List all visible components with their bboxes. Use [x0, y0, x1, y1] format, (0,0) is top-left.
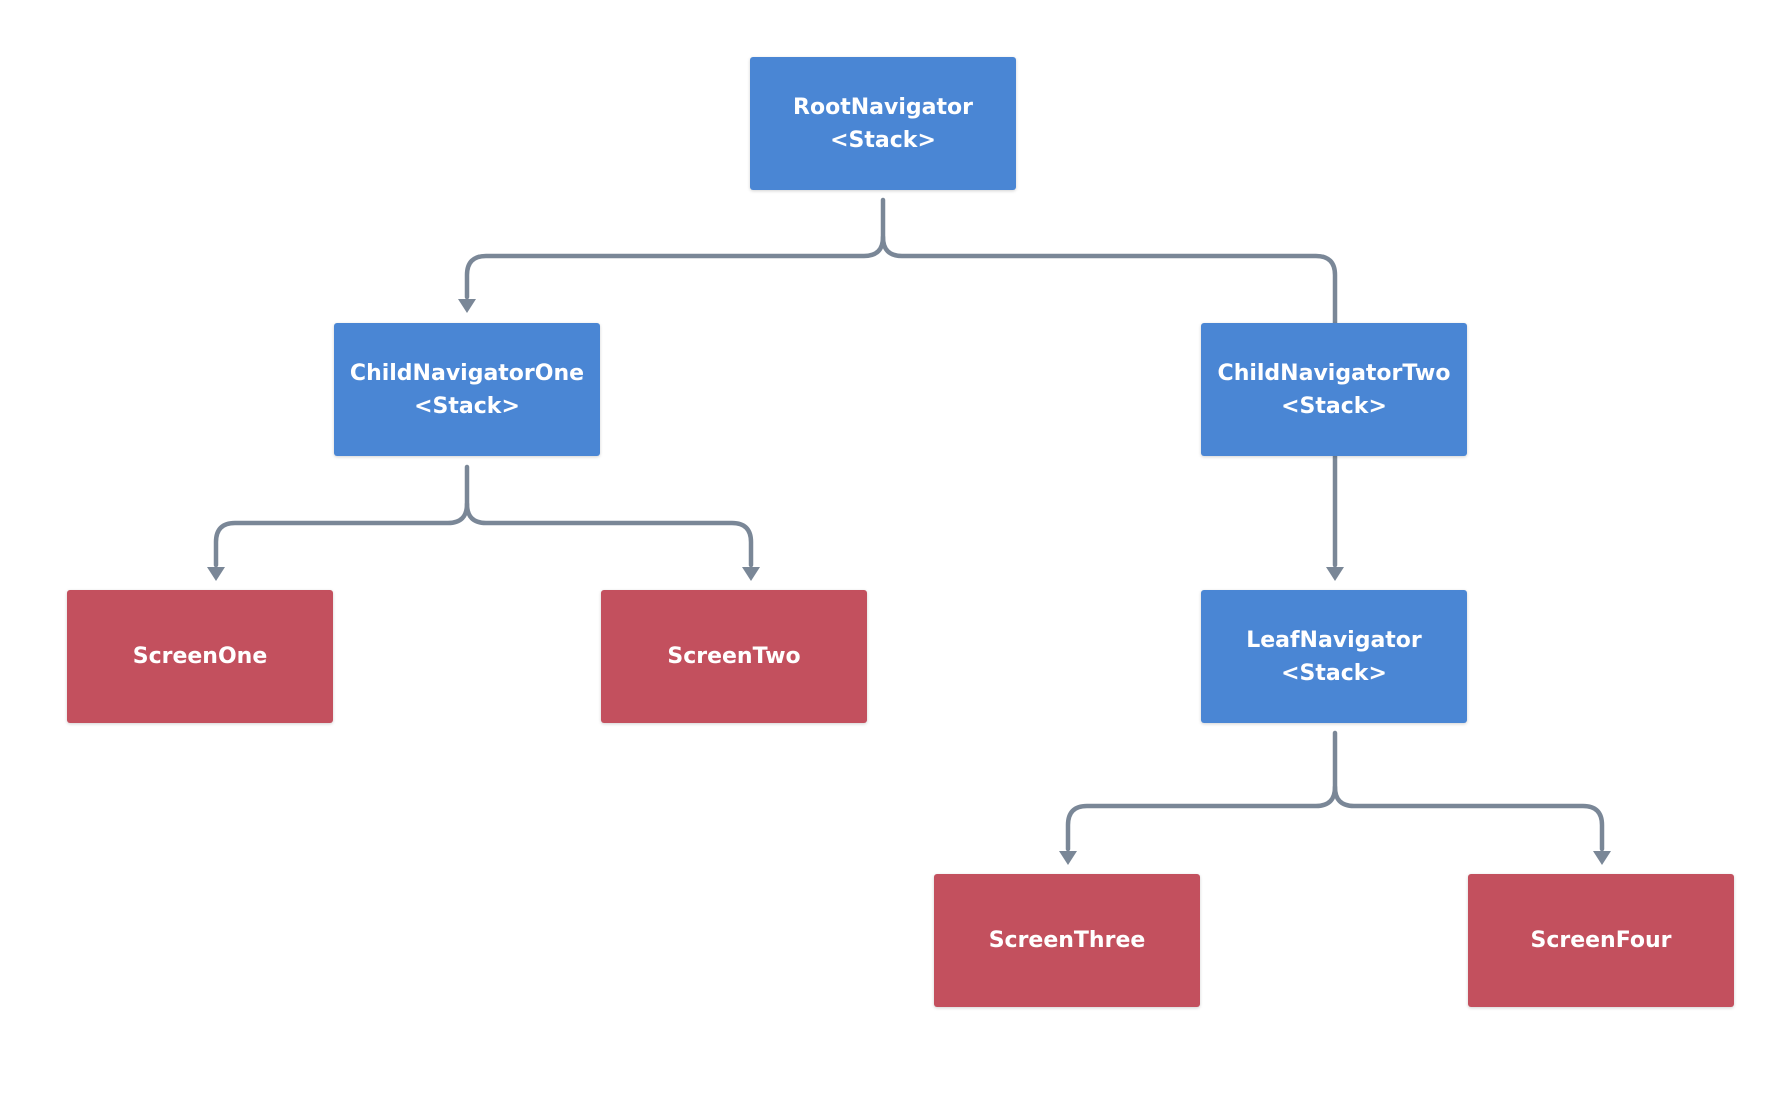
leaf-navigator-node: LeafNavigator <Stack> — [1201, 590, 1467, 723]
node-title: ScreenFour — [1530, 928, 1672, 953]
edge-leaf-to-screen-three — [1065, 730, 1338, 852]
node-title: ChildNavigatorTwo — [1217, 360, 1451, 386]
arrowhead-screen-two — [742, 567, 760, 581]
node-type: <Stack> — [1281, 393, 1387, 419]
screen-one-node: ScreenOne — [67, 590, 333, 723]
node-type: <Stack> — [830, 127, 936, 153]
node-title: RootNavigator — [793, 94, 973, 120]
child-navigator-one-node: ChildNavigatorOne <Stack> — [334, 323, 600, 456]
node-type: <Stack> — [414, 393, 520, 419]
arrowhead-screen-four — [1593, 851, 1611, 865]
edge-root-to-child-two — [880, 234, 1338, 326]
screen-three-node: ScreenThree — [934, 874, 1200, 1007]
edge-leaf-to-screen-four — [1332, 784, 1605, 852]
root-navigator-node: RootNavigator <Stack> — [750, 57, 1016, 190]
edge-child-one-to-screen-two — [464, 501, 754, 568]
node-title: ScreenOne — [132, 644, 268, 669]
arrowhead-child-one — [458, 299, 476, 313]
node-type: <Stack> — [1281, 660, 1387, 686]
screen-two-node: ScreenTwo — [601, 590, 867, 723]
node-title: ScreenThree — [988, 928, 1146, 953]
arrowhead-leaf — [1326, 567, 1344, 581]
arrowhead-screen-three — [1059, 851, 1077, 865]
node-title: ScreenTwo — [667, 644, 801, 669]
node-title: ChildNavigatorOne — [349, 360, 585, 386]
screen-four-node: ScreenFour — [1468, 874, 1734, 1007]
child-navigator-two-node: ChildNavigatorTwo <Stack> — [1201, 323, 1467, 456]
arrowhead-screen-one — [207, 567, 225, 581]
edge-child-one-to-screen-one — [213, 464, 470, 568]
node-title: LeafNavigator — [1246, 627, 1422, 653]
edge-root-to-child-one — [464, 197, 886, 300]
